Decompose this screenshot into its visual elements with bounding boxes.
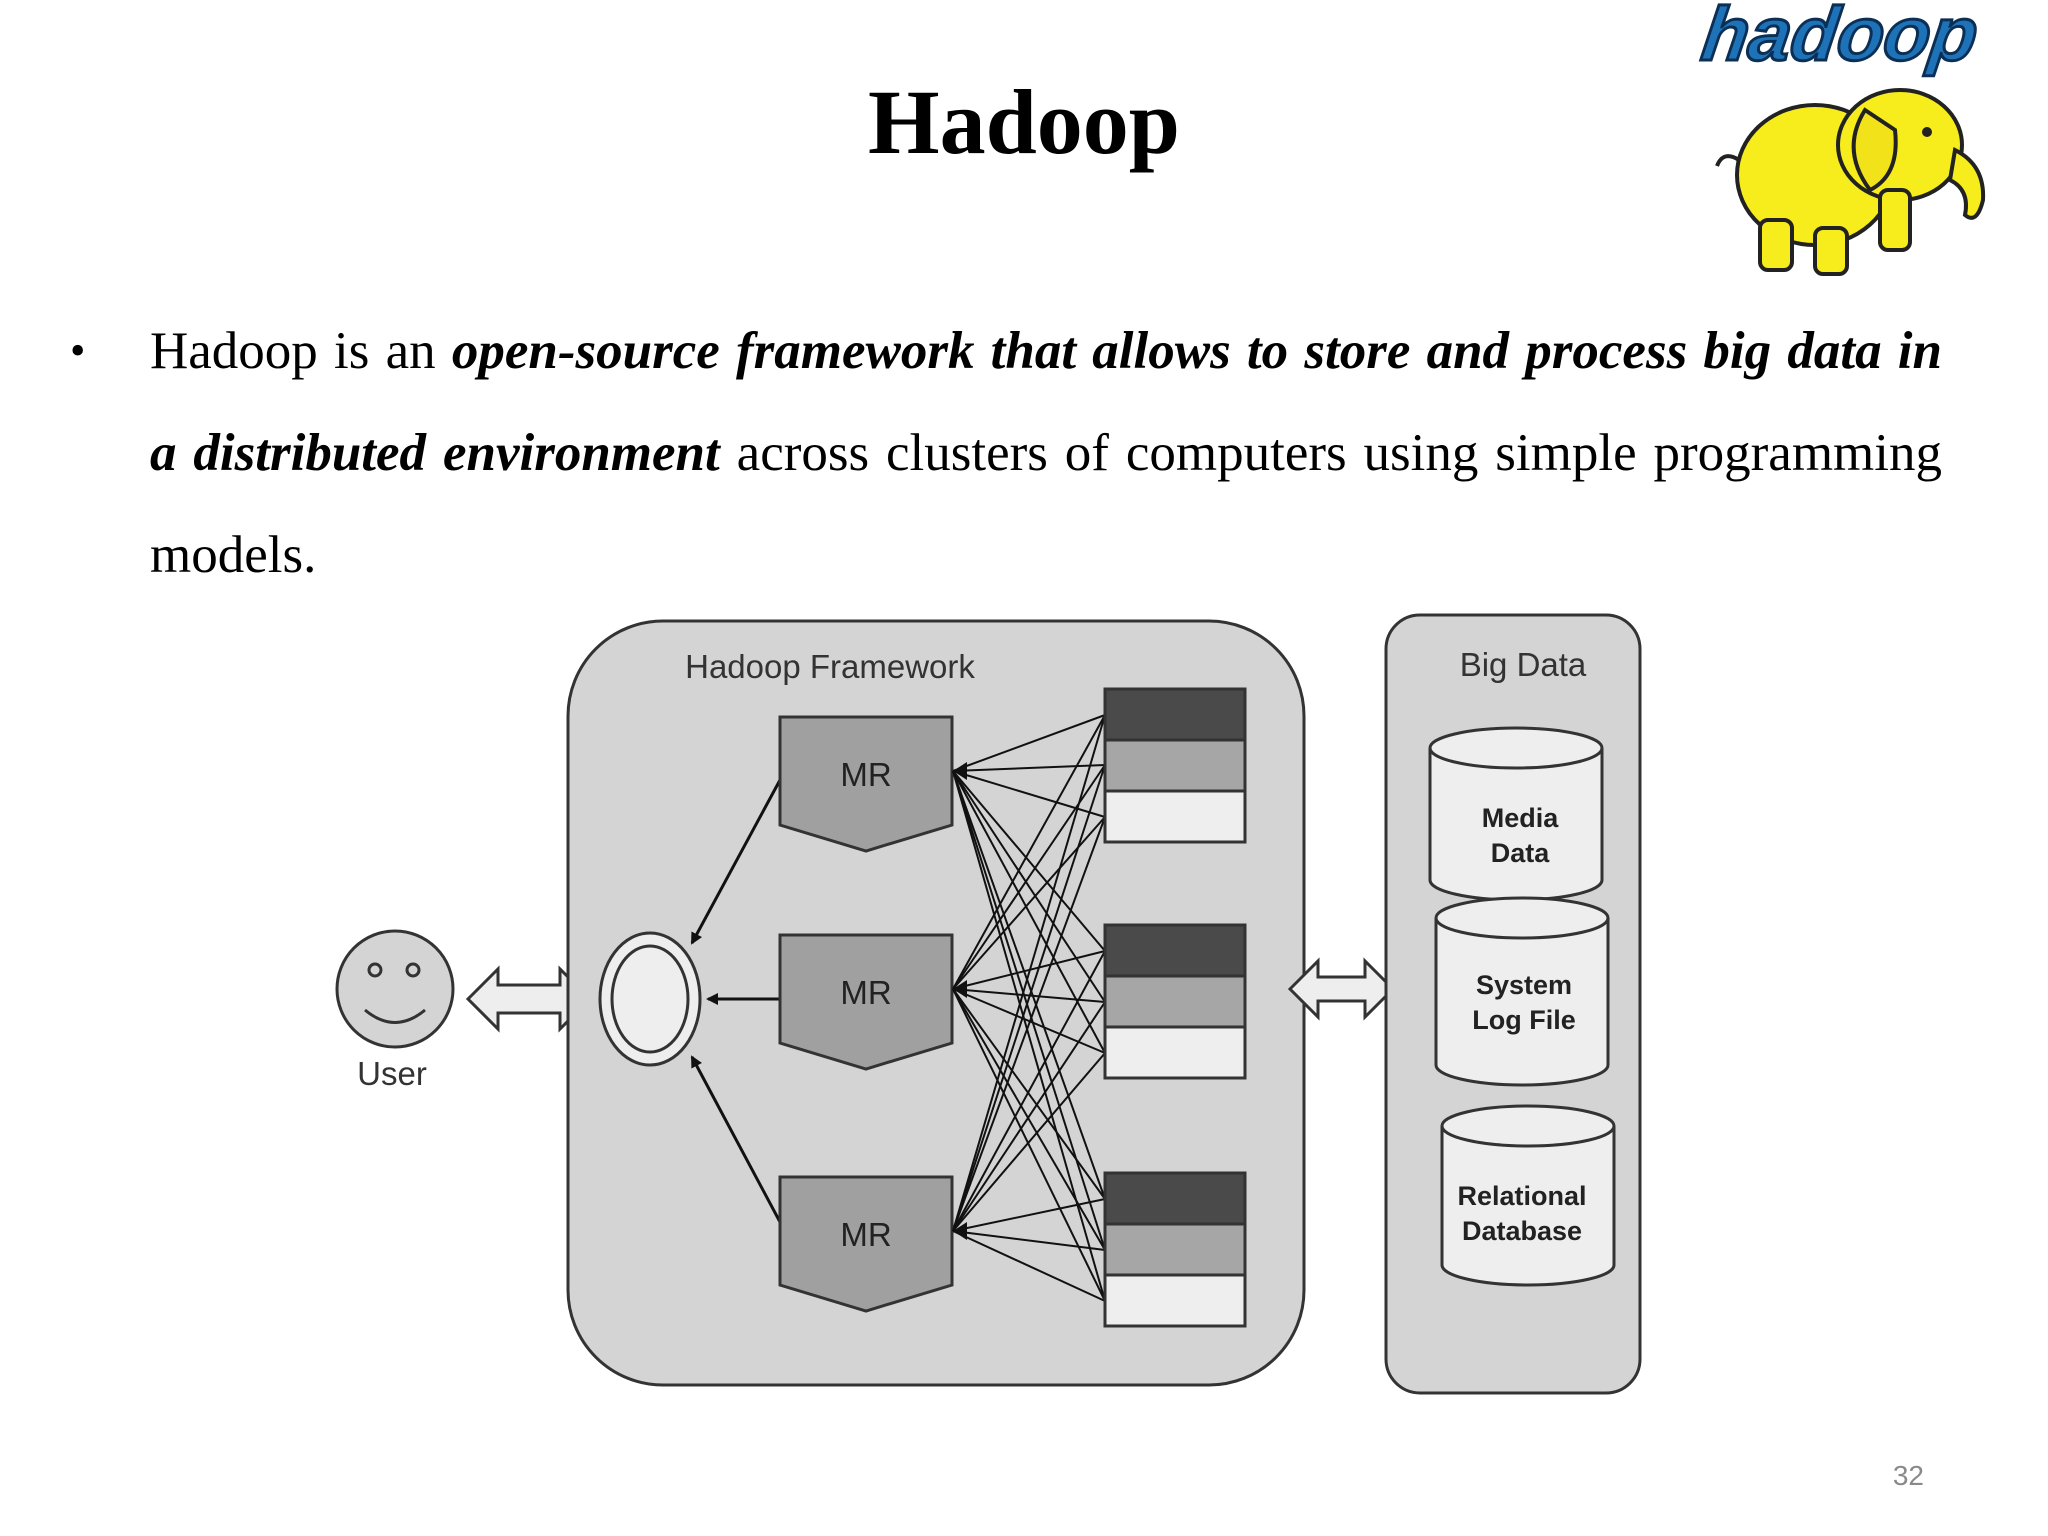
source-2-line-2: Log File <box>1472 1005 1576 1035</box>
connection-line-1 <box>952 714 1106 772</box>
hadoop-framework-label: Hadoop Framework <box>685 648 975 685</box>
hub-ring-icon <box>598 931 702 1067</box>
mr-bottom-to-hub-arrow <box>690 1055 782 1223</box>
connection-line-17 <box>952 988 1106 1054</box>
hadoop-logo: hadoop <box>1696 0 1986 276</box>
mr-top-to-hub-arrow <box>690 779 782 945</box>
connection-line-23 <box>952 988 1106 1251</box>
connection-line-5 <box>952 764 1106 990</box>
big-data-label: Big Data <box>1460 646 1587 683</box>
mr-label-middle: MR <box>840 974 891 1011</box>
mesh-arrowhead-1 <box>953 762 967 780</box>
hadoop-architecture-diagram: User Hadoop Framework MR MR MR <box>335 613 1642 1395</box>
connection-line-21 <box>952 1198 1106 1232</box>
connection-line-15 <box>952 1001 1106 1232</box>
data-node-stack-middle <box>1103 923 1247 1080</box>
page-number: 32 <box>1892 1460 1924 1491</box>
connection-line-13 <box>952 770 1106 1003</box>
connection-line-14 <box>952 988 1106 1003</box>
mr-label-top: MR <box>840 756 891 793</box>
connection-line-18 <box>952 1052 1106 1232</box>
connection-line-10 <box>952 770 1106 952</box>
mr-node-bottom: MR <box>778 1175 954 1313</box>
bullet-text-plain-2: across clusters of computers using simpl… <box>150 424 1943 584</box>
data-node-connection-mesh <box>952 714 1106 1302</box>
bullet-marker: • <box>70 326 86 375</box>
connection-line-11 <box>952 950 1106 990</box>
bullet-paragraph: Hadoop is an open-source framework that … <box>150 300 1942 606</box>
connection-line-9 <box>952 816 1106 1232</box>
source-1-line-2: Data <box>1491 838 1551 868</box>
database-system-log-file-icon: System Log File <box>1434 896 1610 1087</box>
connection-line-16 <box>952 770 1106 1054</box>
connection-line-25 <box>952 770 1106 1302</box>
mr-node-middle: MR <box>778 933 954 1071</box>
connection-line-27 <box>952 1230 1106 1302</box>
connection-line-22 <box>952 770 1106 1251</box>
connection-line-12 <box>952 950 1106 1232</box>
mesh-arrowhead-2 <box>953 980 967 998</box>
data-node-stack-top <box>1103 687 1247 844</box>
connection-line-19 <box>952 770 1106 1200</box>
connection-line-7 <box>952 770 1106 818</box>
connection-line-4 <box>952 764 1106 772</box>
source-3-line-1: Relational <box>1457 1181 1586 1211</box>
mesh-arrowhead-3 <box>953 1222 967 1240</box>
bullet-text-emphasis: open-source framework that allows to sto… <box>150 322 1942 482</box>
source-2-line-1: System <box>1476 970 1572 1000</box>
bullet-text-plain-1: Hadoop is an <box>150 322 452 380</box>
slide-title: Hadoop <box>868 71 1180 173</box>
connection-line-2 <box>952 714 1106 990</box>
connection-line-20 <box>952 988 1106 1200</box>
user-icon <box>335 929 455 1049</box>
source-1-line-1: Media <box>1482 803 1560 833</box>
source-3-line-2: Database <box>1462 1216 1582 1246</box>
elephant-icon <box>1715 88 1986 276</box>
logo-wordmark: hadoop <box>1697 0 1983 77</box>
user-label: User <box>357 1055 427 1092</box>
mr-label-bottom: MR <box>840 1216 891 1253</box>
data-node-stack-bottom <box>1103 1171 1247 1328</box>
database-relational-icon: Relational Database <box>1440 1104 1616 1287</box>
connection-line-8 <box>952 816 1106 990</box>
connection-line-26 <box>952 988 1106 1302</box>
database-media-data-icon: Media Data <box>1428 726 1604 902</box>
mr-node-top: MR <box>778 715 954 853</box>
connection-line-6 <box>952 764 1106 1232</box>
